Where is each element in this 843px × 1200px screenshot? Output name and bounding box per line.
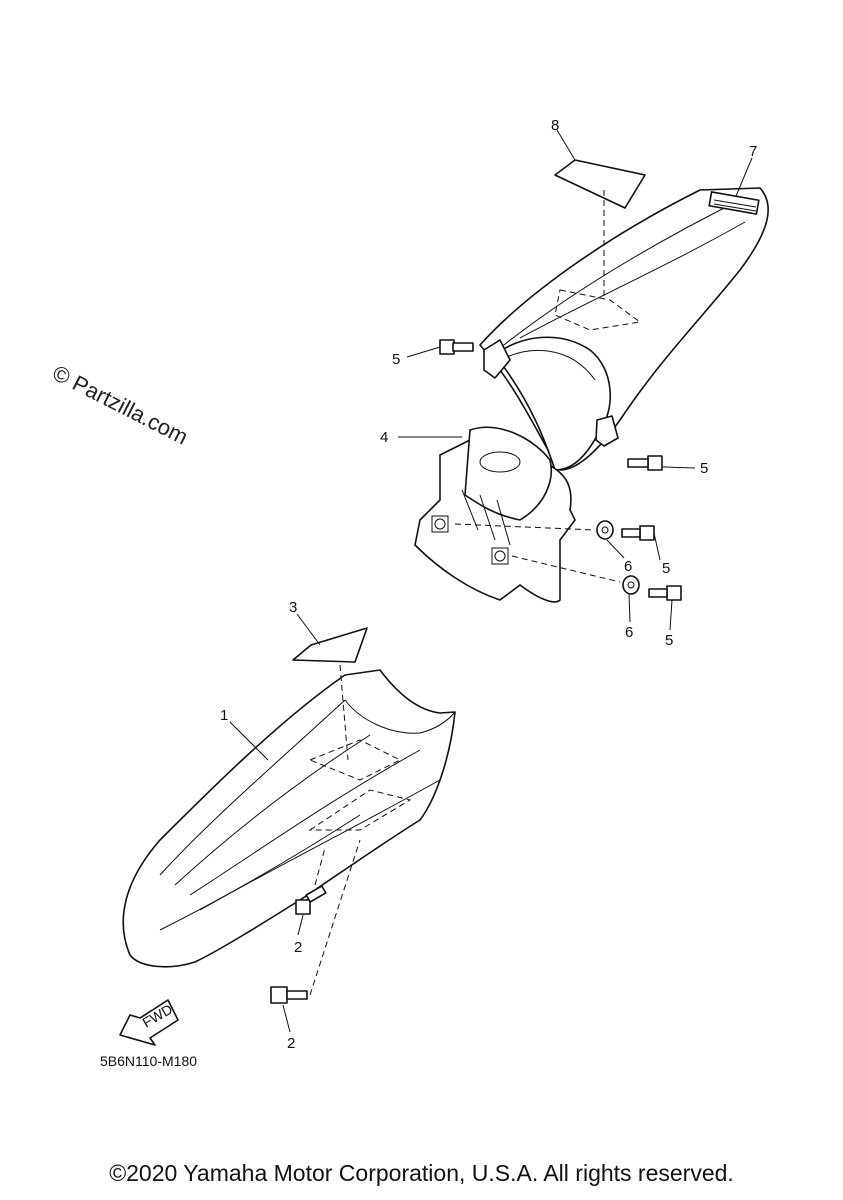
callout-5-right: 5 [700,460,708,477]
callout-1: 1 [220,707,228,724]
front-bolt-upper [295,885,327,915]
rear-fender [414,187,769,603]
leader-5d [669,599,673,631]
bolt-icon [295,885,327,915]
callout-4: 4 [380,429,388,446]
bolt-icon [648,585,682,601]
callout-5-lower: 5 [665,632,673,649]
callout-6-lower: 6 [625,624,633,641]
rear-bolts [439,339,682,601]
front-fender [122,669,456,968]
leader-5b [662,466,696,469]
bolt-icon [621,525,655,541]
callout-2-upper: 2 [294,939,302,956]
leader-7 [735,157,753,197]
fwd-arrow-icon: FWD [119,999,179,1046]
copyright-notice: ©2020 Yamaha Motor Corporation, U.S.A. A… [109,1160,734,1186]
sticker-3 [292,627,368,663]
leader-2b [282,1004,291,1033]
bolt-icon [270,986,308,1004]
diagram-code: 5B6N110-M180 [100,1053,197,1069]
bolt-icon [627,455,663,471]
leader-5c [653,532,661,561]
callout-3: 3 [289,599,297,616]
leader-6b [628,593,631,623]
bolt-icon [439,339,474,355]
washer-icon [596,520,614,540]
callout-5-middle: 5 [662,560,670,577]
leader-2a [297,914,304,936]
leader-8 [556,129,576,161]
callout-2-lower: 2 [287,1035,295,1052]
callout-8: 8 [551,117,559,134]
sticker-8 [554,159,646,209]
sticker-3-guide [339,664,349,761]
leader-5a [406,346,441,358]
callout-6-upper: 6 [624,558,632,575]
front-bolt-lower [270,986,308,1004]
leader-3 [296,613,321,646]
leader-6a [606,539,625,559]
leader-1 [229,721,269,761]
callout-7: 7 [749,143,757,160]
washer-icon [622,575,640,595]
callout-5-topleft: 5 [392,351,400,368]
